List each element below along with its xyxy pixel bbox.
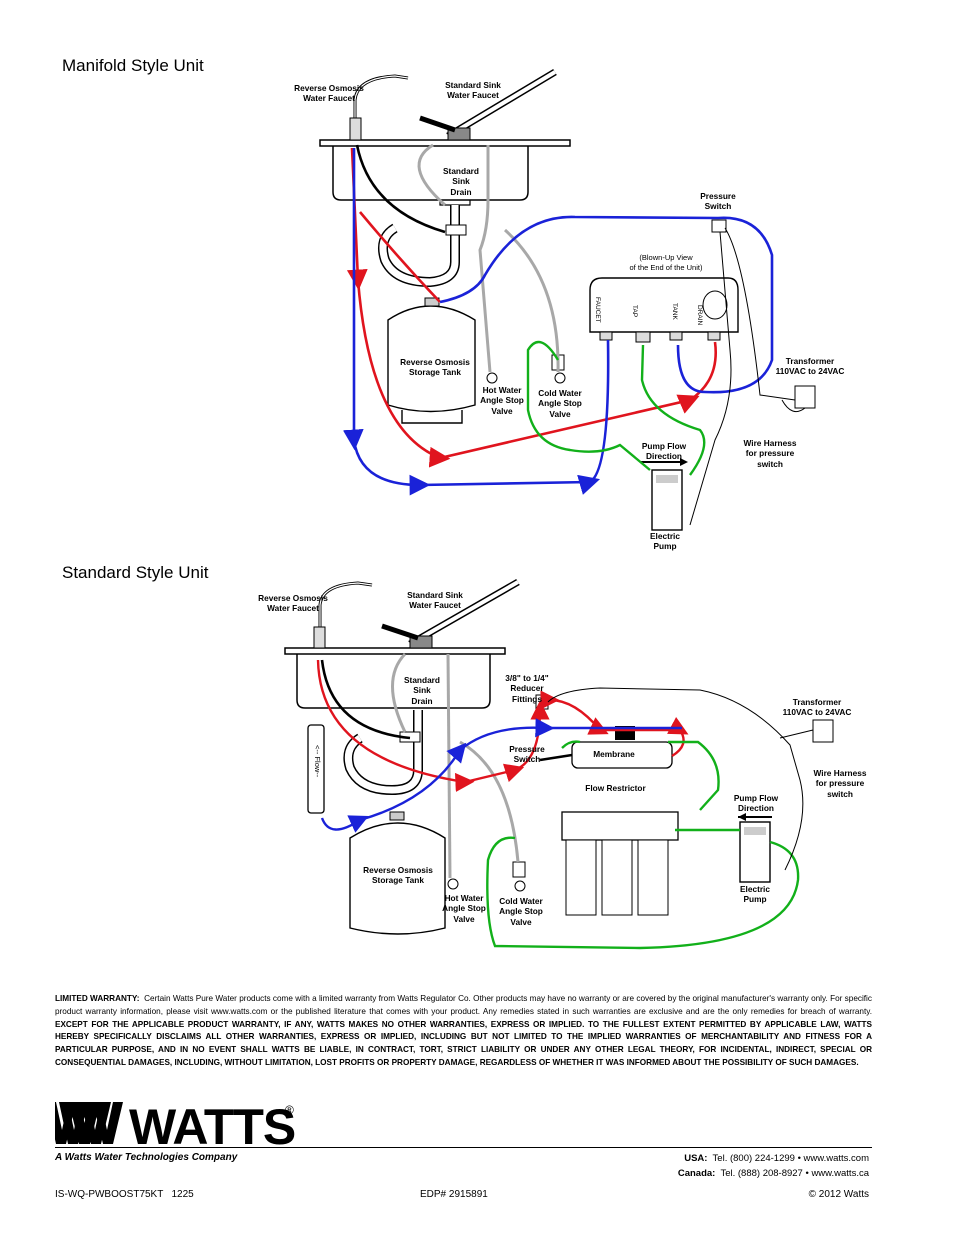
red-line-drain <box>359 211 441 303</box>
label-storage-tank-std: Reverse Osmosis Storage Tank <box>363 865 433 886</box>
label-flow-restrictor: Flow Restrictor <box>585 783 646 793</box>
copyright: © 2012 Watts <box>808 1189 869 1200</box>
transformer <box>781 385 816 413</box>
ro-faucet <box>349 74 409 141</box>
standard-section-title: Standard Style Unit <box>62 563 209 582</box>
contact-usa: USA: Tel. (800) 224-1299 • www.watts.com <box>684 1153 869 1164</box>
drain-line <box>417 143 446 207</box>
label-pump-flow: Pump Flow Direction <box>641 441 687 462</box>
manifold-diagram <box>319 68 816 531</box>
usa-label: USA: <box>684 1153 708 1164</box>
logo-text: WATTS <box>129 1100 295 1148</box>
label-electric-pump-std: Electric Pump <box>740 884 770 905</box>
electric-pump <box>738 813 772 883</box>
blue-line-top <box>439 215 774 394</box>
label-storage-tank: Reverse Osmosis Storage Tank <box>400 357 470 378</box>
footer-divider <box>55 1147 872 1148</box>
label-sink-drain-std: Standard Sink Drain <box>404 675 440 706</box>
sink-faucet <box>419 68 557 141</box>
label-flow: <-- Flow-- <box>313 745 322 778</box>
registered-mark: ® <box>285 1103 294 1117</box>
wire-harness <box>689 227 796 526</box>
membrane-housing <box>571 726 673 769</box>
warranty-lead: LIMITED WARRANTY: <box>55 994 140 1003</box>
canada-label: Canada: <box>677 1168 716 1179</box>
label-membrane: Membrane <box>593 749 635 759</box>
label-sink-faucet-std: Standard Sink Water Faucet <box>407 590 463 611</box>
label-pressure-switch-std: Pressure Switch <box>509 744 545 765</box>
ro-faucet <box>313 581 373 649</box>
label-reducer: 3/8" to 1/4" Reducer Fittings <box>505 673 549 704</box>
label-blown-up-view: (Blown-Up View of the End of the Unit) <box>629 253 703 273</box>
label-ro-faucet-std: Reverse Osmosis Water Faucet <box>258 593 328 614</box>
document-code: IS-WQ-PWBOOST75KT 1225 <box>55 1189 194 1200</box>
hot-supply-line <box>478 145 492 373</box>
standard-diagram <box>284 578 834 950</box>
label-cold-valve: Cold Water Angle Stop Valve <box>538 388 582 419</box>
edp-number: EDP# 2915891 <box>420 1189 488 1200</box>
label-ro-faucet: Reverse Osmosis Water Faucet <box>294 83 364 104</box>
label-wire-harness-std: Wire Harness for pressure switch <box>813 768 867 799</box>
transformer <box>812 719 834 743</box>
warranty-disclaimer: EXCEPT FOR THE APPLICABLE PRODUCT WARRAN… <box>55 1019 872 1067</box>
wire-harness <box>547 687 814 871</box>
label-hot-valve: Hot Water Angle Stop Valve <box>480 385 524 416</box>
label-sink-faucet: Standard Sink Water Faucet <box>445 80 501 101</box>
pressure-switch <box>711 219 727 233</box>
hot-angle-valve <box>447 878 459 890</box>
drain-trap <box>378 205 467 288</box>
label-port-drain: DRAIN <box>696 305 703 326</box>
label-wire-harness: Wire Harness for pressure switch <box>743 438 797 469</box>
cold-angle-valve <box>512 861 526 892</box>
company-tagline: A Watts Water Technologies Company <box>55 1152 238 1163</box>
limited-warranty: LIMITED WARRANTY: Certain Watts Pure Wat… <box>55 993 872 1070</box>
label-port-tap: TAP <box>631 305 638 318</box>
sink-faucet <box>381 578 520 649</box>
hot-angle-valve <box>486 372 498 384</box>
blue-line <box>342 148 610 496</box>
filter-canisters <box>561 811 679 916</box>
blue-line <box>320 718 682 833</box>
warranty-body: Certain Watts Pure Water products come w… <box>55 994 872 1016</box>
inline-filter <box>307 724 325 814</box>
label-hot-valve-std: Hot Water Angle Stop Valve <box>442 893 486 924</box>
label-cold-valve-std: Cold Water Angle Stop Valve <box>499 896 543 927</box>
watts-logo: WATTS ® <box>55 1100 296 1148</box>
label-transformer-std: Transformer 110VAC to 24VAC <box>782 697 852 718</box>
manifold-unit <box>589 277 739 343</box>
label-transformer: Transformer 110VAC to 24VAC <box>775 356 845 377</box>
sink-basin <box>319 139 571 206</box>
label-pressure-switch: Pressure Switch <box>700 191 736 212</box>
label-port-tank: TANK <box>671 303 678 320</box>
ro-to-drain-line <box>355 144 446 234</box>
label-sink-drain: Standard Sink Drain <box>443 166 479 197</box>
label-port-faucet: FAUCET <box>594 297 601 323</box>
manifold-section-title: Manifold Style Unit <box>62 56 204 75</box>
label-electric-pump: Electric Pump <box>650 531 680 552</box>
contact-canada: Canada: Tel. (888) 208-8927 • www.watts.… <box>678 1168 869 1179</box>
green-line <box>486 740 800 950</box>
usa-contact: Tel. (800) 224-1299 • www.watts.com <box>712 1153 869 1164</box>
canada-contact: Tel. (888) 208-8927 • www.watts.ca <box>720 1168 869 1179</box>
label-pump-flow-std: Pump Flow Direction <box>733 793 779 814</box>
green-line <box>526 340 706 476</box>
